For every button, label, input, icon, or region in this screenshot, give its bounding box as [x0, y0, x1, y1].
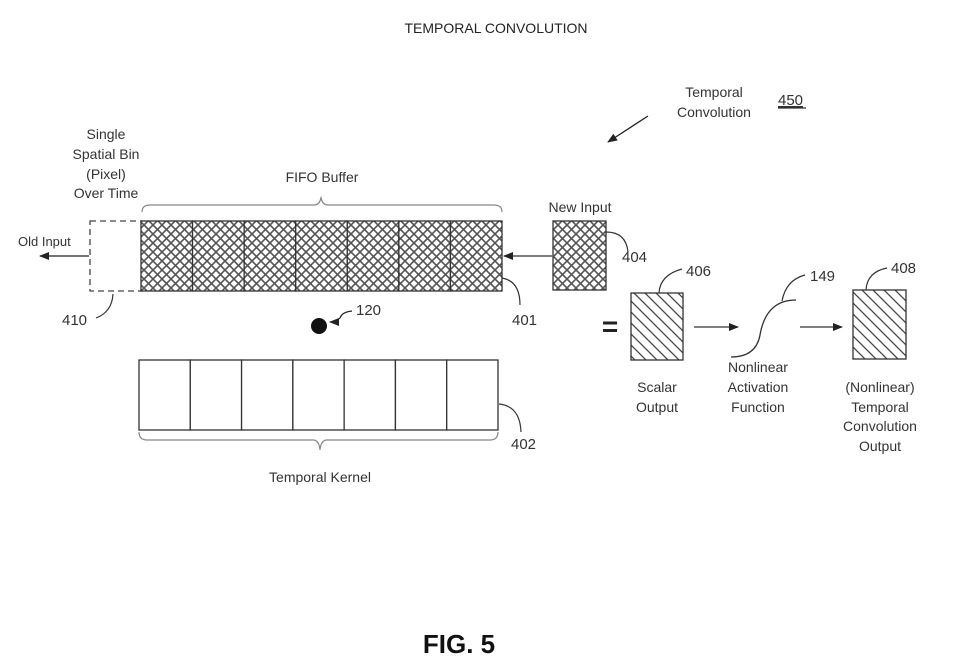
final-output-line4: Output: [859, 438, 901, 454]
final-output-leader: [865, 267, 888, 291]
fifo-buffer-cell: [191, 220, 245, 292]
overview-label-line1: Temporal: [685, 84, 743, 100]
activation-line1: Nonlinear: [728, 359, 788, 375]
spatial-bin-line2: Spatial Bin: [73, 146, 140, 162]
new-input-ref: 404: [622, 249, 647, 266]
temporal-kernel-cell: [240, 359, 294, 431]
temporal-kernel-cell: [343, 359, 397, 431]
scalar-output-leader: [658, 268, 683, 294]
scalar-output-line1: Scalar: [637, 379, 677, 395]
overview-label-line2: Convolution: [677, 104, 751, 120]
temporal-kernel-cell: [446, 359, 499, 431]
activation-line2: Activation: [728, 379, 789, 395]
operation-dot: [311, 318, 327, 334]
spatial-bin-label: Single Spatial Bin (Pixel) Over Time: [73, 126, 140, 201]
new-input-cell: [552, 220, 607, 291]
scalar-output-box: [630, 292, 684, 361]
final-output-line3: Convolution: [843, 418, 917, 434]
new-input-leader: [605, 231, 629, 253]
activation-leader: [781, 274, 806, 302]
spatial-bin-line4: Over Time: [74, 185, 139, 201]
fifo-buffer-cell: [243, 220, 297, 292]
fifo-buffer-cell: [449, 220, 503, 292]
overview-label: Temporal Convolution 450: [607, 84, 806, 143]
dot-leader-arrow: [329, 310, 353, 326]
fifo-buffer-label: FIFO Buffer: [286, 169, 359, 185]
temporal-kernel-cell: [138, 359, 191, 431]
activation-ref: 149: [810, 268, 835, 285]
spatial-bin-line3: (Pixel): [86, 166, 126, 182]
overview-ref-450: 450: [778, 92, 803, 109]
temporal-kernel-label: Temporal Kernel: [269, 469, 371, 485]
temporal-kernel: [138, 359, 499, 431]
fifo-buffer-brace: [141, 196, 503, 213]
fifo-buffer-cell: [295, 220, 348, 292]
new-input-label: New Input: [548, 199, 611, 215]
equals-sign: =: [602, 311, 618, 342]
fifo-buffer: [140, 220, 503, 292]
temporal-kernel-cell: [394, 359, 448, 431]
fifo-buffer-leader: [501, 277, 521, 306]
fifo-buffer-cell: [398, 220, 452, 292]
scalar-output-ref: 406: [686, 263, 711, 280]
scalar-output-line2: Output: [636, 399, 678, 415]
fifo-buffer-cell: [140, 220, 194, 292]
temporal-kernel-brace: [138, 431, 499, 451]
old-input-label: Old Input: [18, 234, 71, 249]
sigmoid-curve-icon: [730, 299, 797, 358]
fifo-buffer-ref: 401: [512, 312, 537, 329]
final-output-ref: 408: [891, 260, 916, 277]
final-output-line2: Temporal: [851, 399, 909, 415]
activation-line3: Function: [731, 399, 785, 415]
final-output-box: [852, 289, 907, 360]
old-input-ref: 410: [62, 312, 87, 329]
temporal-kernel-leader: [498, 403, 522, 433]
final-output-line1: (Nonlinear): [845, 379, 914, 395]
temporal-kernel-cell: [189, 359, 243, 431]
figure-label: FIG. 5: [423, 629, 495, 659]
old-input-box: [89, 220, 143, 292]
fifo-buffer-cell: [346, 220, 400, 292]
dot-ref: 120: [356, 302, 381, 319]
spatial-bin-line1: Single: [87, 126, 126, 142]
temporal-kernel-cell: [292, 359, 345, 431]
overview-pointer-arrow: [607, 115, 649, 143]
temporal-kernel-ref: 402: [511, 436, 536, 453]
old-input-leader: [95, 293, 114, 319]
diagram-title: TEMPORAL CONVOLUTION: [404, 20, 587, 36]
